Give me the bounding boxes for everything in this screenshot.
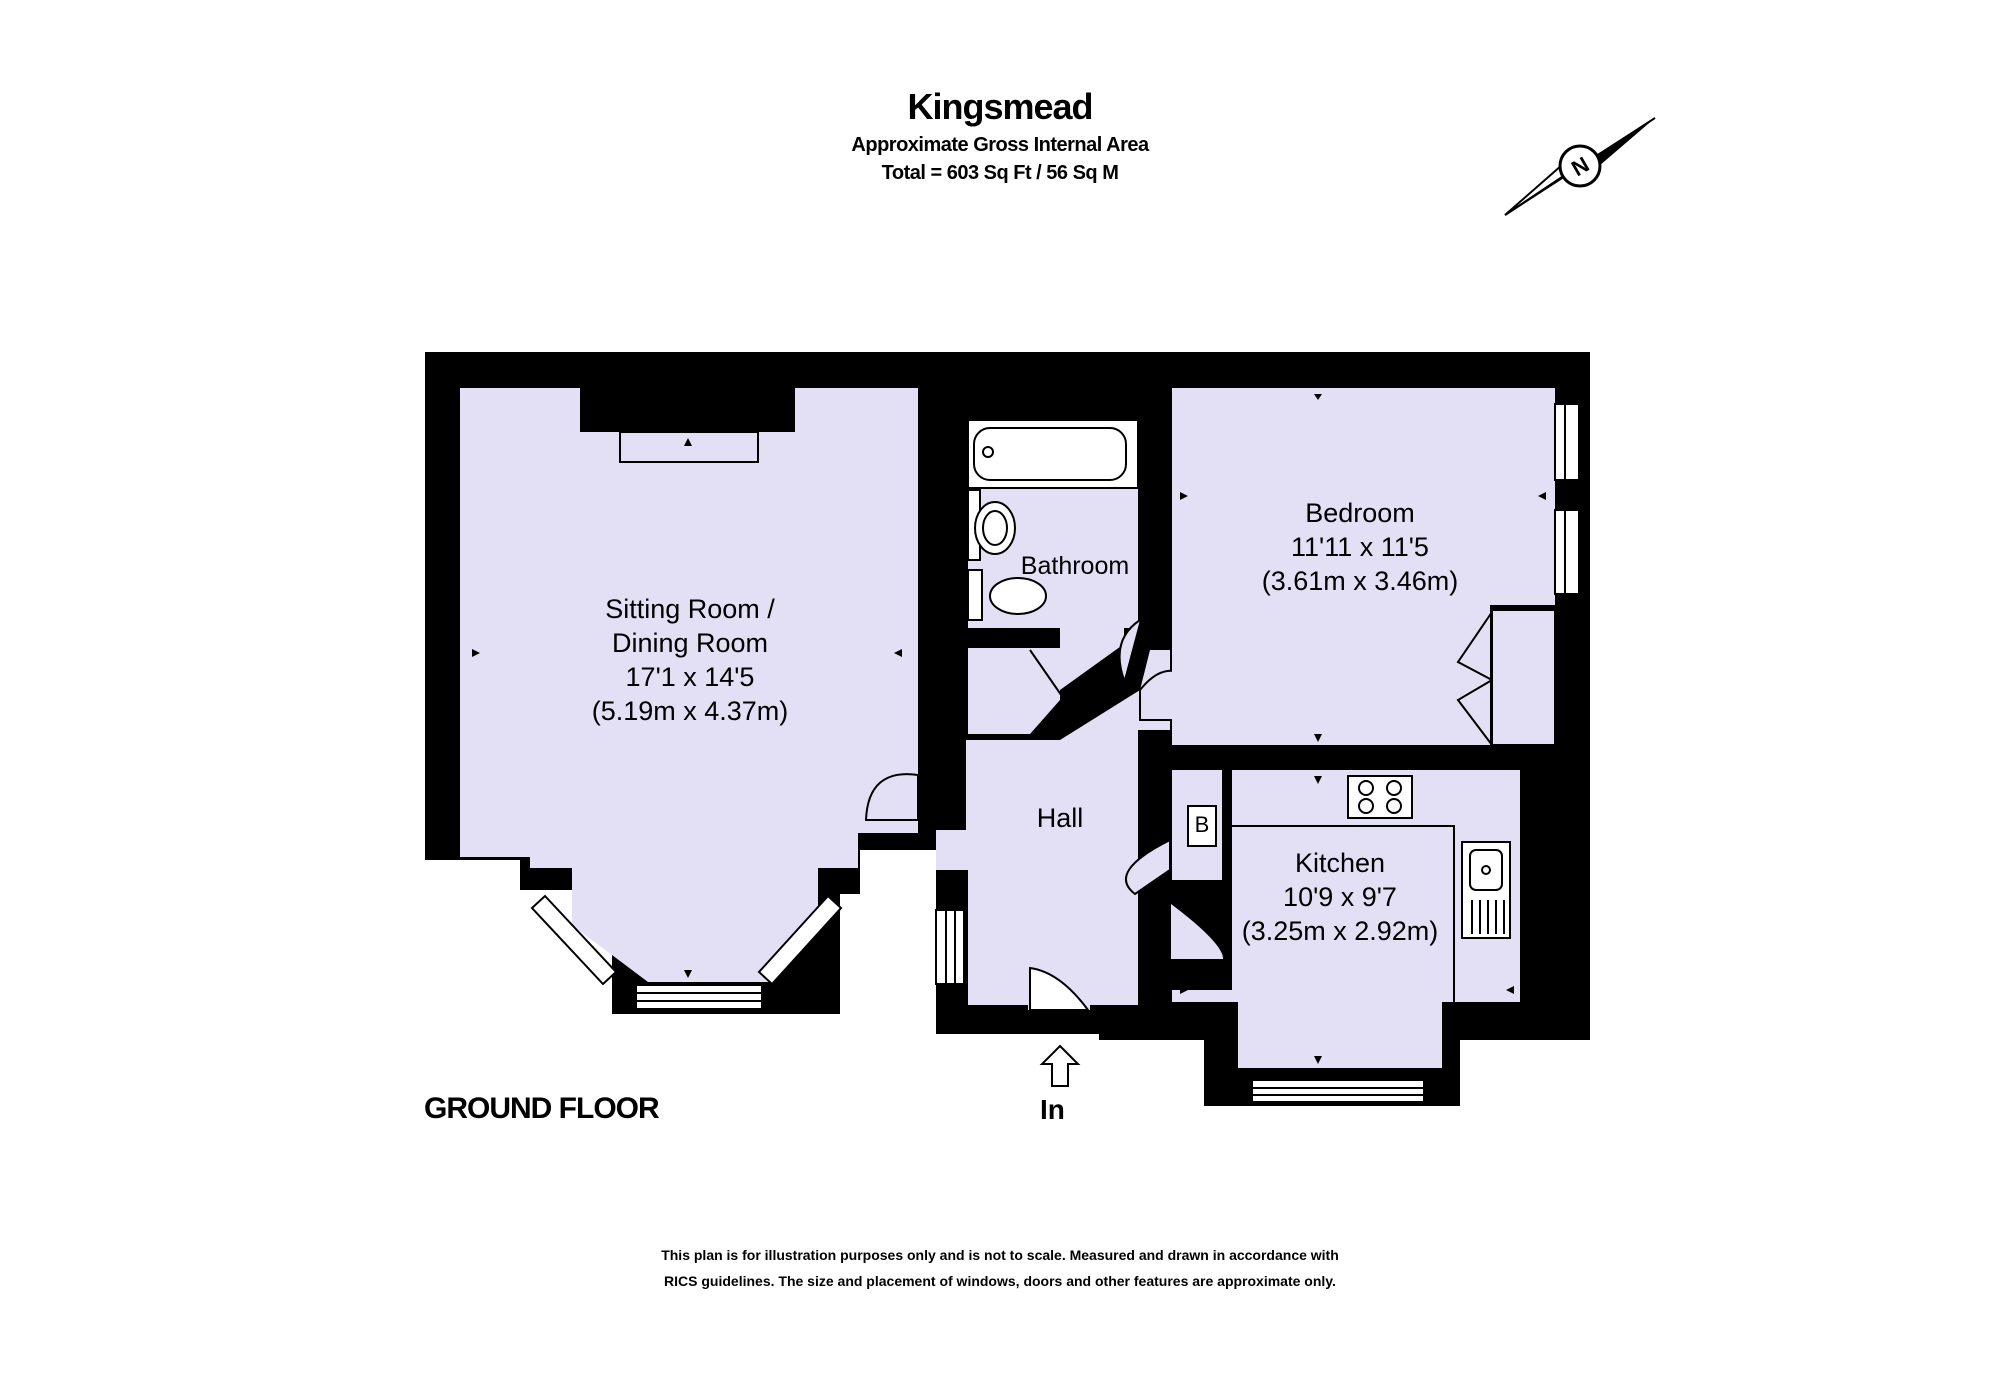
north-arrow-icon: N: [1504, 117, 1656, 216]
wash-basin: [967, 489, 1016, 561]
sitting-room-label: Sitting Room / Dining Room 17'1 x 14'5 (…: [560, 592, 820, 728]
toilet: [967, 569, 1047, 621]
bathroom-name: Bathroom: [1020, 552, 1130, 580]
wardrobe: [1456, 609, 1556, 746]
bathroom-label: Bathroom: [1010, 549, 1140, 583]
bedroom-floor: [1172, 388, 1555, 745]
hall-floor: [936, 650, 1170, 1010]
kitchen-name: Kitchen: [1294, 848, 1386, 878]
bedroom-imperial: 11'11 x 11'5: [1291, 532, 1429, 562]
bedroom-windows: [1554, 403, 1580, 595]
kitchen-sink: [1461, 841, 1511, 939]
boiler-name: B: [1194, 812, 1210, 837]
hall-label: Hall: [1020, 801, 1100, 835]
sitting-room-metric: (5.19m x 4.37m): [591, 696, 789, 726]
kitchen-metric: (3.25m x 2.92m): [1241, 916, 1439, 946]
kitchen-hob: [1347, 775, 1413, 819]
hall-name: Hall: [1036, 803, 1084, 833]
sitting-room-imperial: 17'1 x 14'5: [625, 662, 755, 692]
disclaimer-line-1: This plan is for illustration purposes o…: [661, 1247, 1339, 1263]
floor-label: GROUND FLOOR: [424, 1092, 660, 1125]
kitchen-window: [1251, 1079, 1425, 1103]
sitting-room-floor: [460, 388, 918, 982]
plan-subtitle: Approximate Gross Internal Area: [851, 134, 1149, 156]
kitchen-imperial: 10'9 x 9'7: [1283, 882, 1397, 912]
bay-window: [530, 894, 843, 1010]
disclaimer-line-2: RICS guidelines. The size and placement …: [664, 1273, 1336, 1289]
boiler-label: B: [1188, 810, 1216, 840]
fireplace-hearth: [619, 431, 759, 463]
disclaimer: This plan is for illustration purposes o…: [540, 1242, 1460, 1294]
hall-window: [935, 909, 965, 985]
plan-title: Kingsmead: [907, 86, 1093, 127]
bedroom-name: Bedroom: [1305, 498, 1415, 528]
kitchen-label: Kitchen 10'9 x 9'7 (3.25m x 2.92m): [1220, 846, 1460, 948]
entrance-label: In: [1040, 1094, 1065, 1125]
door-swings: [864, 619, 1226, 1011]
boiler: [1187, 805, 1217, 847]
kitchen-floor: [1172, 770, 1520, 1068]
sitting-room-name-1: Sitting Room /: [605, 594, 775, 624]
entrance-arrow-icon: [1039, 1044, 1081, 1087]
dimension-markers: [472, 394, 1546, 1064]
kitchen-worktop: [1232, 825, 1455, 1002]
plan-total-area: Total = 603 Sq Ft / 56 Sq M: [881, 162, 1119, 184]
cupboard-floor: [968, 648, 1060, 734]
bedroom-label: Bedroom 11'11 x 11'5 (3.61m x 3.46m): [1230, 496, 1490, 598]
bedroom-metric: (3.61m x 3.46m): [1261, 566, 1459, 596]
sitting-room-name-2: Dining Room: [611, 628, 769, 658]
